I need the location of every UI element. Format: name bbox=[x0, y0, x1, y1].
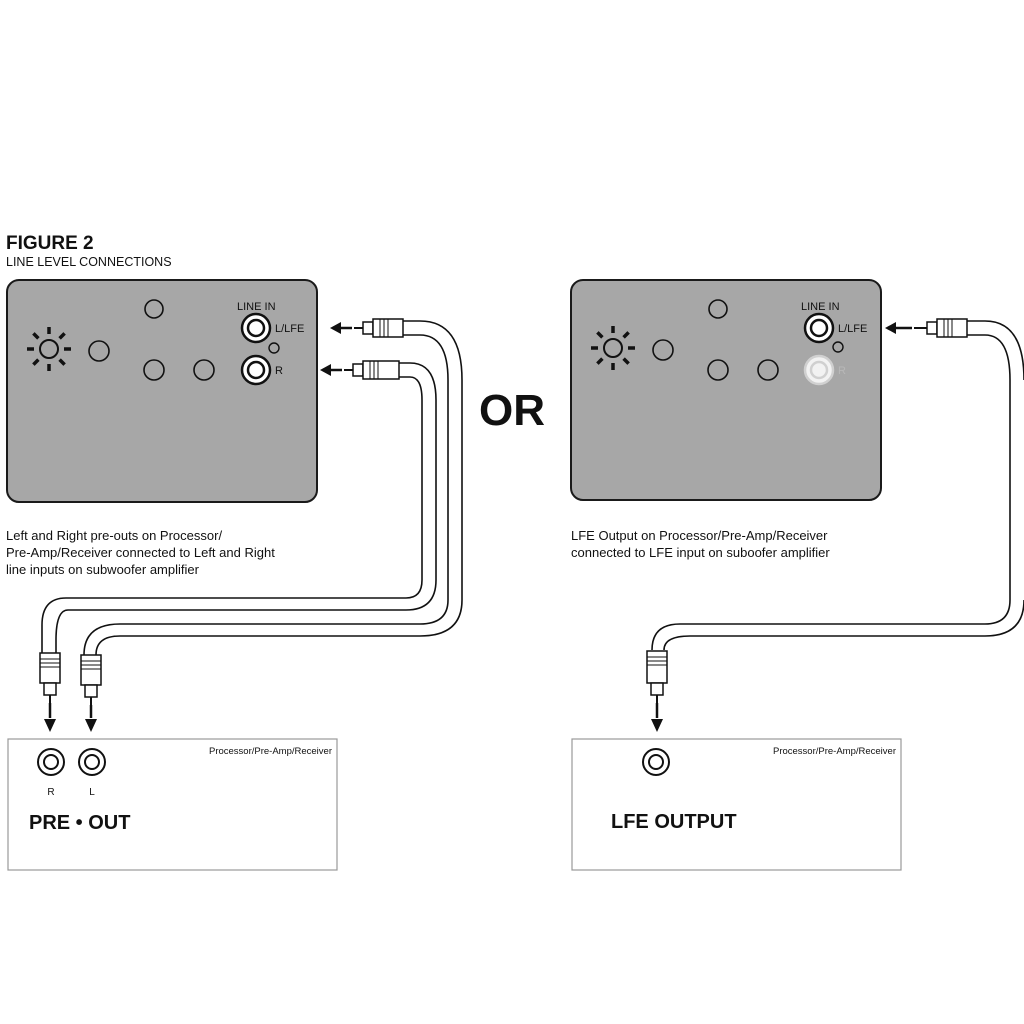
l-lfe-jack-label: L/LFE bbox=[838, 323, 867, 335]
left-description-line-3: line inputs on subwoofer amplifier bbox=[6, 562, 200, 577]
left-description-line-2: Pre-Amp/Receiver connected to Left and R… bbox=[6, 545, 275, 560]
arrow-down-icon bbox=[85, 705, 97, 732]
line-in-label: LINE IN bbox=[801, 301, 840, 313]
r-input-jack-unused[interactable] bbox=[803, 354, 835, 386]
right-description-line-2: connected to LFE input on suboofer ampli… bbox=[571, 545, 830, 560]
rca-plug-icon bbox=[354, 318, 404, 338]
knob bbox=[88, 340, 110, 362]
left-rca-cable-top bbox=[83, 320, 463, 656]
knob bbox=[193, 359, 215, 381]
knob bbox=[143, 359, 165, 381]
line-in-label: LINE IN bbox=[237, 301, 276, 313]
arrow-icon bbox=[320, 364, 342, 376]
lfe-output-title: LFE OUTPUT bbox=[611, 811, 737, 833]
rca-plug-icon bbox=[344, 360, 400, 380]
figure-subtitle: LINE LEVEL CONNECTIONS bbox=[6, 255, 172, 269]
left-rca-cable-bottom bbox=[41, 362, 437, 653]
r-input-jack[interactable] bbox=[240, 354, 272, 386]
knob bbox=[652, 339, 674, 361]
l-lfe-input-jack[interactable] bbox=[803, 312, 835, 344]
r-output-label: R bbox=[47, 787, 54, 798]
arrow-down-icon bbox=[651, 703, 663, 732]
l-output-label: L bbox=[89, 787, 95, 798]
arrow-icon bbox=[330, 322, 352, 334]
rca-plug-icon bbox=[80, 654, 102, 705]
arrow-down-icon bbox=[44, 703, 56, 732]
knob bbox=[707, 359, 729, 381]
knob bbox=[144, 299, 164, 319]
rca-plug-icon bbox=[39, 652, 61, 703]
dial-icon bbox=[591, 326, 635, 370]
figure-title: FIGURE 2 bbox=[6, 233, 94, 254]
left-description-line-1: Left and Right pre-outs on Processor/ bbox=[6, 528, 222, 543]
indicator-led bbox=[268, 342, 280, 354]
receiver-label: Processor/Pre-Amp/Receiver bbox=[209, 746, 332, 757]
knob bbox=[708, 299, 728, 319]
l-output-jack[interactable] bbox=[78, 748, 106, 776]
left-subwoofer-amplifier-panel: LINE IN L/LFE R bbox=[6, 279, 318, 503]
right-description-line-1: LFE Output on Processor/Pre-Amp/Receiver bbox=[571, 528, 828, 543]
or-separator: OR bbox=[479, 386, 545, 435]
arrow-icon bbox=[885, 322, 912, 334]
l-lfe-jack-label: L/LFE bbox=[275, 323, 304, 335]
rca-plug-icon bbox=[914, 318, 968, 338]
dial-icon bbox=[27, 327, 71, 371]
right-receiver-box: Processor/Pre-Amp/Receiver LFE OUTPUT bbox=[571, 738, 902, 871]
right-subwoofer-amplifier-panel: LINE IN L/LFE R bbox=[570, 279, 882, 501]
receiver-label: Processor/Pre-Amp/Receiver bbox=[773, 746, 896, 757]
lfe-output-jack[interactable] bbox=[642, 748, 670, 776]
pre-out-title: PRE • OUT bbox=[29, 812, 130, 834]
r-output-jack[interactable] bbox=[37, 748, 65, 776]
knob bbox=[757, 359, 779, 381]
right-rca-cable bbox=[651, 320, 1024, 651]
l-lfe-input-jack[interactable] bbox=[240, 312, 272, 344]
rca-plug-icon bbox=[646, 650, 668, 703]
r-jack-label: R bbox=[838, 365, 846, 377]
left-receiver-box: Processor/Pre-Amp/Receiver R L PRE • OUT bbox=[7, 738, 338, 871]
indicator-led bbox=[832, 341, 844, 353]
r-jack-label: R bbox=[275, 365, 283, 377]
